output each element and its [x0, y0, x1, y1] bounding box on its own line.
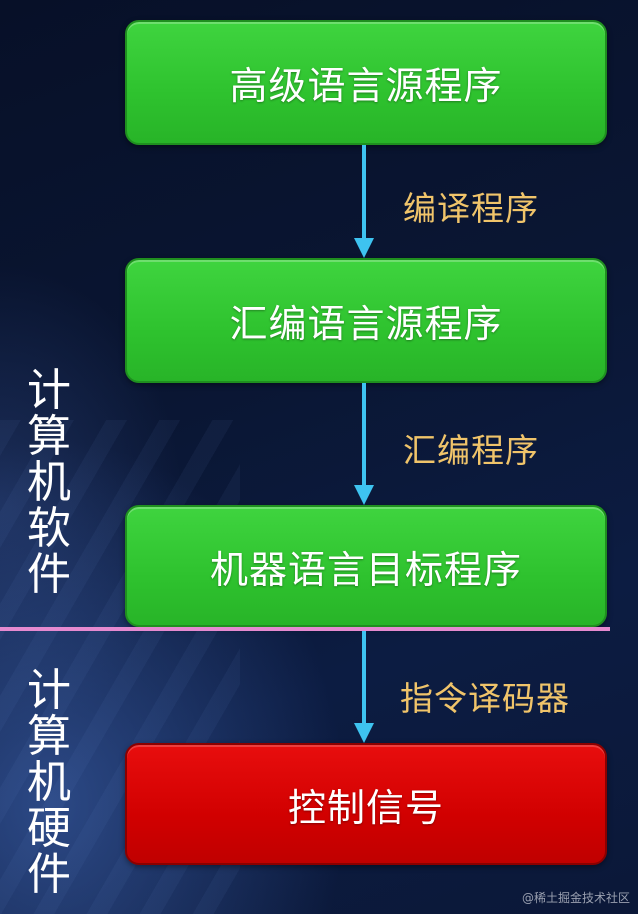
arrow-compile — [354, 145, 374, 258]
watermark: @稀土掘金技术社区 — [521, 891, 630, 905]
side-label-software: 计 算 机 软 件 — [22, 368, 76, 598]
arrow-label-compiler: 编译程序 — [403, 189, 539, 228]
side-label-hardware: 计 算 机 硬 件 — [22, 668, 76, 898]
box-label: 高级语言源程序 — [229, 64, 503, 108]
box-machine-target-program: 机器语言目标程序 — [125, 505, 607, 627]
side-label-char: 软 — [27, 503, 71, 554]
arrow-decode — [354, 631, 374, 743]
side-label-char: 机 — [27, 457, 71, 508]
arrow-label-instruction-decoder: 指令译码器 — [400, 679, 570, 718]
software-hardware-divider — [0, 627, 610, 631]
arrow-label-assembler: 汇编程序 — [403, 431, 539, 470]
side-label-char: 计 — [27, 665, 71, 716]
side-label-char: 机 — [27, 757, 71, 808]
box-high-level-source-program: 高级语言源程序 — [125, 20, 607, 145]
box-assembly-source-program: 汇编语言源程序 — [125, 258, 607, 383]
box-label: 控制信号 — [287, 785, 444, 830]
box-label: 机器语言目标程序 — [209, 547, 522, 592]
side-label-char: 算 — [27, 411, 71, 462]
side-label-char: 件 — [27, 549, 71, 600]
side-label-char: 算 — [27, 711, 71, 762]
box-control-signal: 控制信号 — [125, 743, 607, 865]
side-label-char: 件 — [27, 849, 71, 900]
box-label: 汇编语言源程序 — [229, 302, 503, 346]
side-label-char: 计 — [27, 365, 71, 416]
arrow-assemble — [354, 383, 374, 505]
side-label-char: 硬 — [27, 803, 71, 854]
